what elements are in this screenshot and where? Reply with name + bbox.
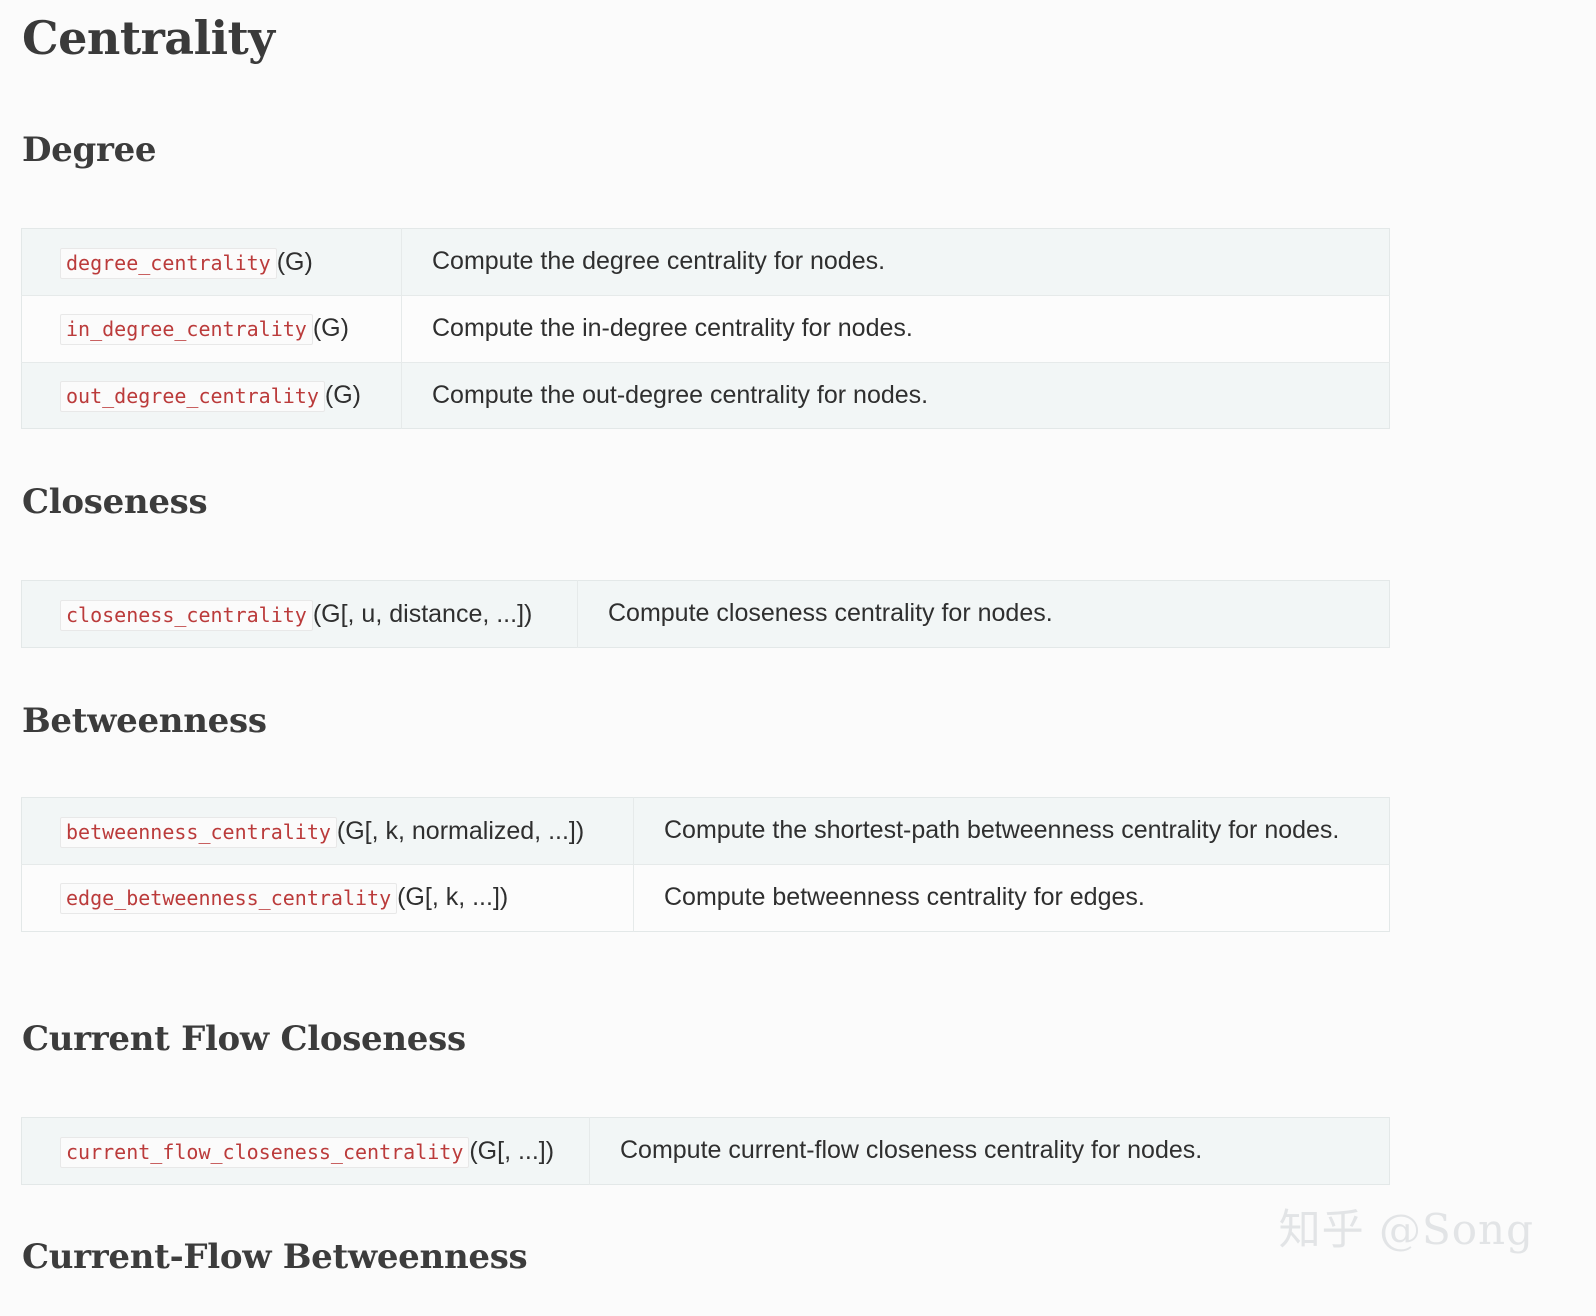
function-signature: degree_centrality(G) [60,247,313,279]
table-row: edge_betweenness_centrality(G[, k, ...])… [21,864,1390,931]
function-args: (G) [276,247,313,276]
function-description: Compute current-flow closeness centralit… [620,1136,1203,1164]
table-cell-description: Compute the out-degree centrality for no… [401,362,1390,429]
function-args: (G[, ...]) [469,1136,555,1165]
table-cell-description: Compute current-flow closeness centralit… [589,1117,1390,1185]
function-signature: current_flow_closeness_centrality(G[, ..… [60,1136,555,1168]
table-cell-signature: closeness_centrality(G[, u, distance, ..… [21,580,578,648]
function-signature: edge_betweenness_centrality(G[, k, ...]) [60,883,509,915]
api-table-current-flow-closeness: current_flow_closeness_centrality(G[, ..… [21,1117,1390,1185]
table-row: closeness_centrality(G[, u, distance, ..… [21,580,1390,648]
table-cell-description: Compute the degree centrality for nodes. [401,228,1390,296]
function-description: Compute the degree centrality for nodes. [432,247,886,275]
function-name-link[interactable]: in_degree_centrality [60,314,313,346]
table-row: in_degree_centrality(G) Compute the in-d… [21,295,1390,363]
api-table-degree: degree_centrality(G) Compute the degree … [21,228,1390,430]
table-cell-description: Compute betweenness centrality for edges… [633,864,1390,931]
table-row: degree_centrality(G) Compute the degree … [21,228,1390,296]
function-args: (G[, u, distance, ...]) [312,599,533,628]
table-cell-signature: edge_betweenness_centrality(G[, k, ...]) [21,864,634,931]
section-heading-current-flow-betweenness: Current-Flow Betweenness [22,1237,528,1277]
function-name-link[interactable]: degree_centrality [60,247,277,279]
function-signature: closeness_centrality(G[, u, distance, ..… [60,599,533,631]
table-row: current_flow_closeness_centrality(G[, ..… [21,1117,1390,1185]
function-args: (G[, k, normalized, ...]) [336,816,585,845]
watermark: 知乎 @Song [1278,1205,1534,1254]
api-table-closeness: closeness_centrality(G[, u, distance, ..… [21,580,1390,648]
function-args: (G) [312,314,349,343]
function-description: Compute closeness centrality for nodes. [608,599,1053,627]
table-row: out_degree_centrality(G) Compute the out… [21,362,1390,429]
table-row: betweenness_centrality(G[, k, normalized… [21,797,1390,865]
function-name-link[interactable]: betweenness_centrality [60,816,337,848]
table-cell-signature: current_flow_closeness_centrality(G[, ..… [21,1117,590,1185]
function-signature: betweenness_centrality(G[, k, normalized… [60,816,585,848]
table-cell-description: Compute the in-degree centrality for nod… [401,295,1390,363]
table-cell-signature: in_degree_centrality(G) [21,295,402,363]
table-cell-signature: betweenness_centrality(G[, k, normalized… [21,797,634,865]
section-heading-degree: Degree [22,130,157,170]
table-cell-description: Compute the shortest-path betweenness ce… [633,797,1390,865]
function-name-link[interactable]: current_flow_closeness_centrality [60,1136,470,1168]
function-args: (G) [324,381,361,410]
section-heading-current-flow-closeness: Current Flow Closeness [22,1019,466,1059]
function-signature: out_degree_centrality(G) [60,381,361,413]
function-args: (G[, k, ...]) [397,883,509,912]
function-name-link[interactable]: edge_betweenness_centrality [60,883,398,915]
function-name-link[interactable]: closeness_centrality [60,599,313,631]
table-cell-signature: out_degree_centrality(G) [21,362,402,429]
function-description: Compute the out-degree centrality for no… [432,380,929,409]
section-heading-closeness: Closeness [22,482,208,522]
table-cell-description: Compute closeness centrality for nodes. [577,580,1390,648]
function-description: Compute the in-degree centrality for nod… [432,313,913,342]
function-description: Compute the shortest-path betweenness ce… [664,816,1340,844]
section-heading-betweenness: Betweenness [22,701,267,741]
page-title: Centrality [22,11,275,65]
function-description: Compute betweenness centrality for edges… [664,882,1145,911]
api-table-betweenness: betweenness_centrality(G[, k, normalized… [21,797,1390,932]
function-signature: in_degree_centrality(G) [60,314,349,346]
function-name-link[interactable]: out_degree_centrality [60,381,325,413]
table-cell-signature: degree_centrality(G) [21,228,402,296]
